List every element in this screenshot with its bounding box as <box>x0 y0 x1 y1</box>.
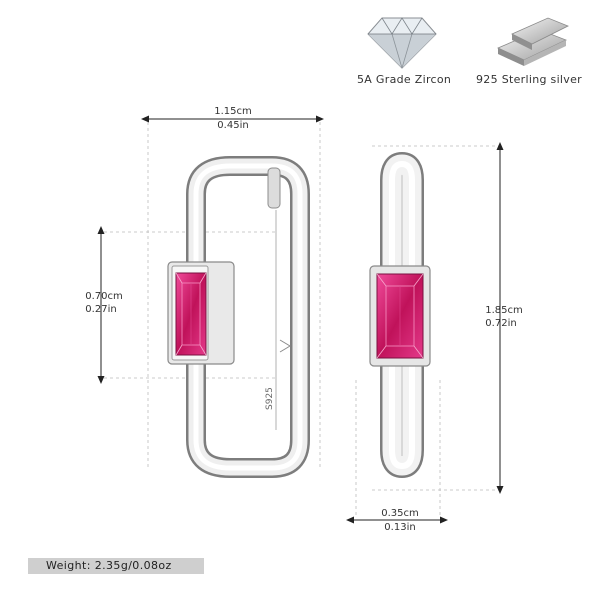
thickness-in-label: 0.13in <box>384 522 416 533</box>
stone-height-dimension <box>97 226 105 384</box>
weight-bar <box>28 558 204 574</box>
engraving-text: S925 <box>265 387 275 410</box>
stone-height-cm-label: 0.70cm <box>85 291 123 302</box>
thickness-dimension <box>346 516 448 524</box>
height-cm-label: 1.85cm <box>485 305 523 316</box>
zircon-label: 5A Grade Zircon <box>357 73 452 86</box>
silver-label: 925 Sterling silver <box>476 73 582 86</box>
pink-gem-side <box>376 273 424 359</box>
width-cm-label: 1.15cm <box>214 106 252 117</box>
width-dimension <box>141 115 324 123</box>
silver-bar-icon <box>497 17 569 66</box>
height-in-label: 0.72in <box>485 318 517 329</box>
stone-height-in-label: 0.27in <box>85 304 117 315</box>
earring-side-view <box>369 151 431 479</box>
width-in-label: 0.45in <box>217 120 249 131</box>
height-dimension <box>496 142 504 494</box>
weight-label: Weight: 2.35g/0.08oz <box>46 559 172 572</box>
earring-front-view <box>167 156 310 478</box>
pink-gem <box>175 272 207 356</box>
zircon-gem-icon <box>367 17 437 69</box>
thickness-cm-label: 0.35cm <box>381 508 419 519</box>
